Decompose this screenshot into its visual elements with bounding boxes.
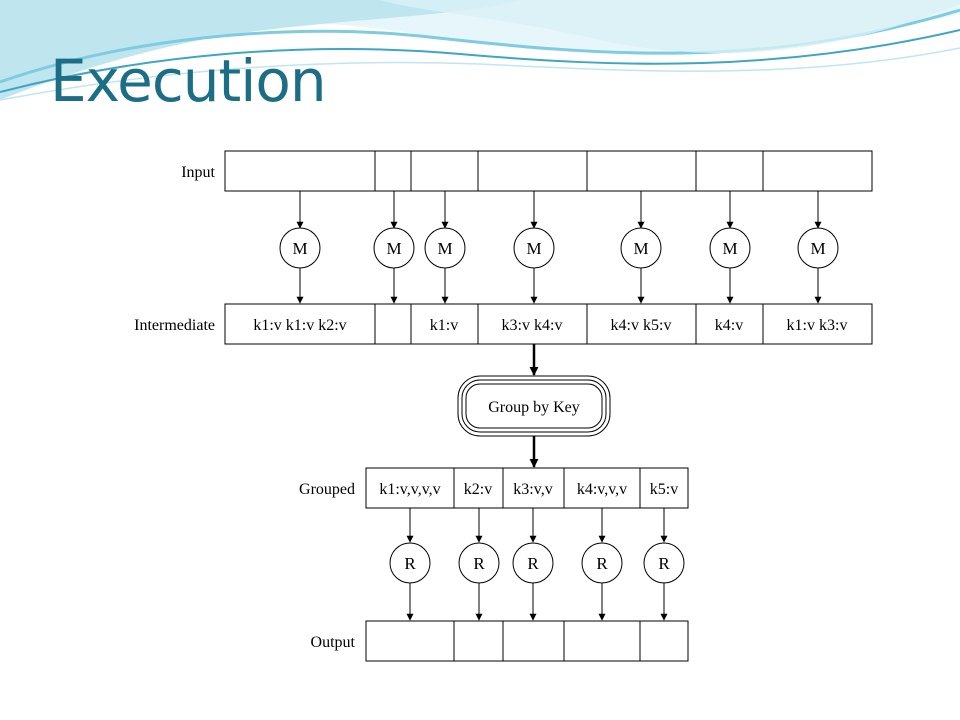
reduce-label: R: [404, 554, 416, 573]
reduce-labels: R R R R R: [404, 554, 670, 573]
grouped-cell: k5:v: [650, 481, 678, 498]
map-stage: [279, 191, 839, 304]
map-label: M: [722, 239, 737, 258]
grouped-cell: k2:v: [464, 481, 492, 498]
swoosh-band-light: [0, 0, 520, 100]
swoosh-curve-2: [0, 29, 960, 93]
swoosh-band-right: [380, 0, 960, 54]
grouped-cell: k3:v,v: [513, 481, 552, 498]
header-swoosh-decoration: [0, 0, 960, 101]
intermediate-cell: k4:v k5:v: [611, 317, 672, 334]
mapreduce-diagram: Input Intermediate Grouped Output: [134, 150, 873, 662]
grouped-cell: k4:v,v,v: [577, 481, 627, 498]
intermediate-cell: k1:v k3:v: [787, 317, 848, 334]
map-label: M: [292, 239, 307, 258]
reduce-stage: [389, 508, 685, 621]
reduce-label: R: [473, 554, 485, 573]
reduce-label: R: [596, 554, 608, 573]
intermediate-cell: k1:v k1:v k2:v: [253, 317, 346, 334]
reduce-label: R: [527, 554, 539, 573]
grouped-row: k1:v,v,v,v k2:v k3:v,v k4:v,v,v k5:v: [365, 467, 689, 509]
input-row-box: [224, 150, 873, 192]
group-box-middle: [461, 379, 607, 433]
output-row-box: [365, 620, 689, 662]
map-label: M: [437, 239, 452, 258]
row-label-grouped: Grouped: [299, 481, 355, 498]
grouped-row-box: [365, 467, 689, 509]
group-by-key-stage: Group by Key: [457, 344, 611, 468]
row-label-output: Output: [311, 634, 356, 651]
map-label: M: [526, 239, 541, 258]
map-label: M: [810, 239, 825, 258]
row-label-input: Input: [181, 164, 215, 181]
input-row: [224, 150, 873, 192]
slide-title: Execution: [50, 47, 327, 115]
group-box-inner: [465, 383, 603, 429]
map-label: M: [633, 239, 648, 258]
map-label: M: [386, 239, 401, 258]
swoosh-curve-3: [0, 47, 960, 101]
output-row: [365, 620, 689, 662]
group-by-key-label: Group by Key: [488, 399, 580, 416]
intermediate-row: k1:v k1:v k2:v k1:v k3:v k4:v k4:v k5:v …: [224, 303, 873, 345]
intermediate-cell: k1:v: [430, 317, 458, 334]
diagram-panel: Input Intermediate Grouped Output: [96, 138, 878, 674]
map-labels: M M M M M M M: [292, 239, 825, 258]
intermediate-row-box: [224, 303, 873, 345]
intermediate-cell: k3:v k4:v: [502, 317, 563, 334]
grouped-cell: k1:v,v,v,v: [379, 481, 440, 498]
row-label-intermediate: Intermediate: [134, 317, 215, 334]
reduce-label: R: [658, 554, 670, 573]
intermediate-cell: k4:v: [715, 317, 743, 334]
